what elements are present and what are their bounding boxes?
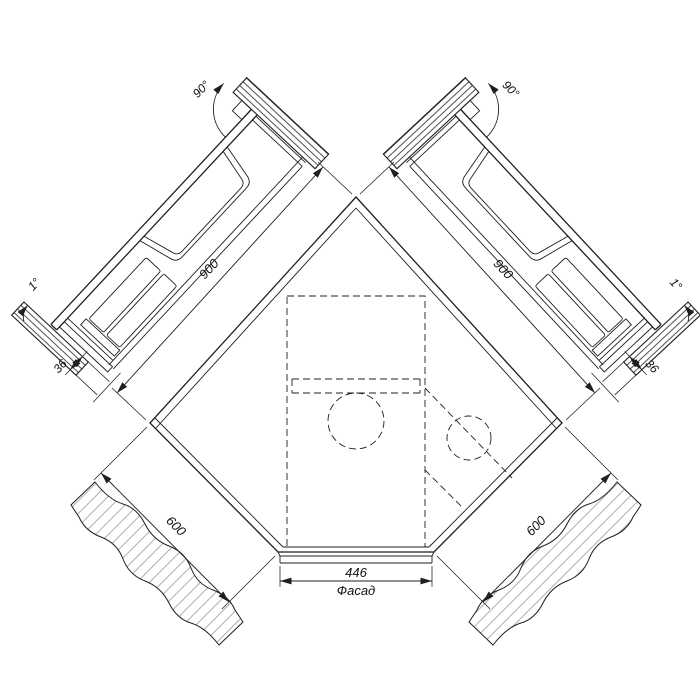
cabinet-outline-plan xyxy=(149,196,563,553)
wall-band-right xyxy=(468,481,642,646)
dimline-600-right xyxy=(482,472,612,603)
ext-900-left xyxy=(111,161,353,421)
label-600-left: 600 xyxy=(163,513,189,539)
ext-600-left xyxy=(93,426,276,610)
label-1-left: 1° xyxy=(25,275,43,293)
sink-carcass-dashed xyxy=(286,295,426,548)
section-view-left xyxy=(4,69,329,404)
label-900-left: 900 xyxy=(196,255,222,282)
label-90-right: 90° xyxy=(499,78,522,101)
plan-view xyxy=(149,196,563,564)
dimline-900-left xyxy=(116,166,324,394)
tap-hole-dashed xyxy=(446,415,492,461)
ext-600-right xyxy=(436,426,619,610)
sink-drain-dashed xyxy=(327,392,385,450)
dimline-900-right xyxy=(388,166,596,394)
dimensions xyxy=(93,161,619,610)
section-view-right xyxy=(383,69,700,404)
label-600-right: 600 xyxy=(523,512,549,538)
facade-plan xyxy=(277,551,435,564)
countertop-inner-edges xyxy=(155,207,557,429)
section-geometry-left xyxy=(4,69,329,404)
label-facade: Фасад xyxy=(337,583,375,598)
corner-shelf-dashed xyxy=(424,387,513,508)
label-446: 446 xyxy=(345,565,367,580)
section-geometry-right xyxy=(383,69,700,404)
wall-band-left xyxy=(70,481,244,646)
label-90-left: 90° xyxy=(190,78,213,101)
rail-dashed xyxy=(291,378,421,394)
label-900-right: 900 xyxy=(490,256,516,283)
ext-900-right xyxy=(359,161,601,421)
label-1-right: 1° xyxy=(667,275,685,293)
carcass-inner-edges xyxy=(154,417,558,548)
dimline-600-left xyxy=(100,472,230,603)
